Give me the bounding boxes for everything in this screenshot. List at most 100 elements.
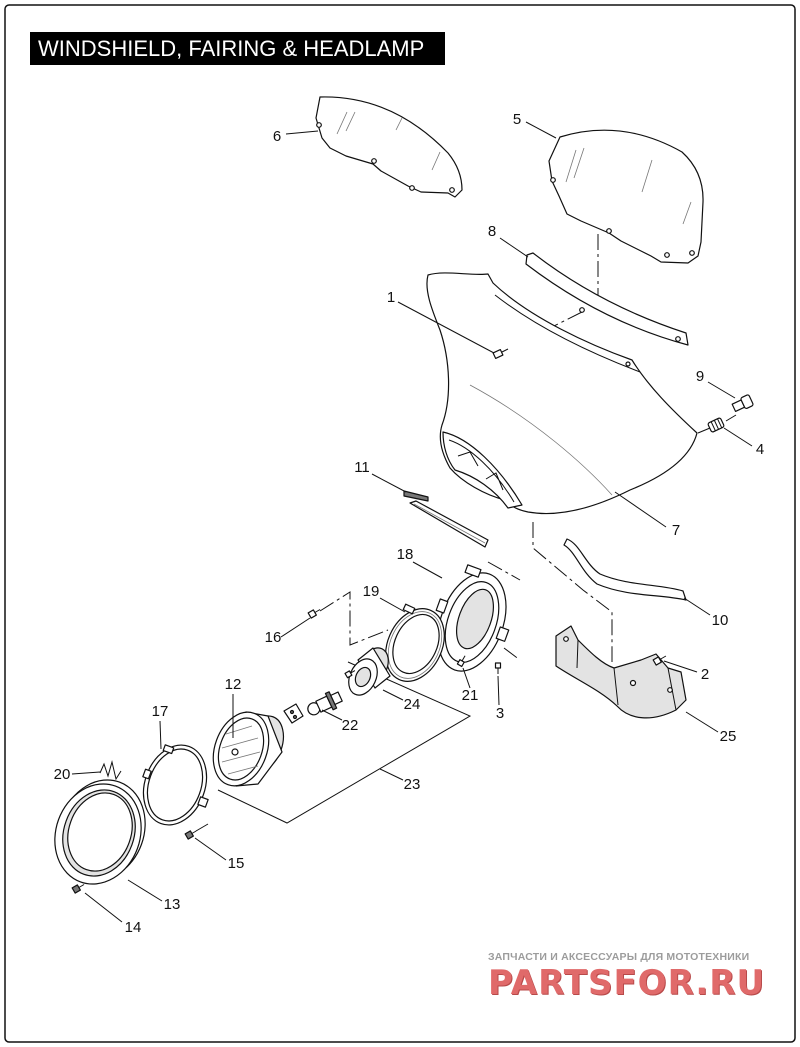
mount-hole: [606, 228, 612, 234]
ring-mid: [387, 611, 443, 679]
lower-trim-strip: [403, 490, 489, 548]
leader-line: [382, 689, 404, 701]
callout-number: 13: [164, 896, 181, 913]
leader-line: [71, 771, 101, 775]
screw-shaft: [461, 655, 466, 662]
screw-shaft: [501, 348, 509, 353]
headlamp-retaining-ring: [142, 744, 209, 826]
callout-5: 5: [513, 111, 557, 139]
mount-hole: [664, 252, 670, 258]
callout-number: 19: [363, 583, 380, 600]
bucket-screw: [307, 609, 321, 619]
callout-7: 7: [614, 491, 680, 539]
callout-number: 10: [712, 612, 729, 629]
page-title: WINDSHIELD, FAIRING & HEADLAMP: [30, 32, 445, 65]
trim-ring-opening: [67, 792, 133, 872]
callout-17: 17: [152, 703, 168, 750]
callout-11: 11: [354, 459, 407, 493]
assembly-line-screw-16: [319, 591, 389, 646]
trim-strip-edge: [413, 503, 486, 544]
screw-head: [492, 348, 504, 360]
mount-hole: [316, 122, 322, 128]
bucket-tab: [435, 598, 449, 614]
bolt-head: [740, 394, 754, 409]
leader-line: [397, 301, 495, 354]
headlamp-opening-detail: [448, 439, 515, 503]
callout-number: 24: [404, 696, 421, 713]
callout-16: 16: [265, 617, 311, 646]
leader-line: [321, 709, 343, 721]
lens-pattern: [221, 725, 261, 775]
leader-line: [707, 381, 736, 399]
callout-number: 25: [720, 728, 737, 745]
small-windshield-glare: [336, 111, 441, 171]
leader-line: [379, 768, 404, 781]
bracket-screw: [652, 655, 667, 666]
screw-shaft: [659, 655, 667, 660]
strip-hole: [579, 307, 585, 313]
headlamp-unit: [212, 711, 285, 787]
screw-head: [307, 609, 317, 619]
mounting-bracket-outline: [555, 625, 687, 719]
trim-rod: [403, 490, 429, 502]
mount-hole: [550, 177, 556, 183]
small-windshield: [315, 96, 463, 198]
mount-hole: [689, 250, 695, 256]
lens-center: [231, 748, 239, 756]
leader-line: [412, 561, 443, 579]
callout-number: 20: [54, 766, 71, 783]
callout-23: 23: [379, 768, 420, 793]
leader-line: [723, 427, 753, 447]
headlamp-lens: [217, 717, 265, 781]
callout-number: 21: [462, 687, 479, 704]
assembly-line-bolt: [725, 414, 737, 422]
screw-head: [494, 662, 502, 669]
callout-9: 9: [696, 368, 736, 399]
callout-number: 11: [354, 459, 370, 476]
leader-line: [499, 237, 529, 258]
assembly-bracket-23: [217, 661, 472, 824]
leader-line: [127, 879, 163, 902]
callout-8: 8: [488, 223, 529, 258]
fairing: [426, 272, 698, 515]
fairing-bolt: [731, 394, 754, 413]
headlamp-mounting-ring: [385, 603, 445, 682]
bulb-body: [307, 691, 343, 716]
callout-number: 1: [387, 289, 395, 306]
mount-hole: [409, 185, 415, 191]
callouts: 1 2 3 4 5 6 7 8 9 10 11 12 13 14 15 16 1…: [54, 111, 765, 936]
callout-1: 1: [387, 289, 495, 354]
leader-line: [84, 892, 123, 923]
callout-21: 21: [462, 667, 479, 704]
bracket-hole: [563, 636, 569, 642]
retaining-ring-inner: [146, 748, 204, 822]
windshield-trim-strip: [525, 252, 689, 346]
callout-number: 15: [228, 855, 245, 872]
leader-line: [525, 121, 557, 139]
trim-ring-screw: [71, 884, 85, 894]
callout-number: 2: [701, 666, 709, 683]
callout-number: 12: [225, 676, 242, 693]
wire-bracket: [563, 538, 687, 601]
screw-head: [71, 884, 81, 894]
bracket-hole: [667, 687, 673, 693]
callout-14: 14: [84, 892, 141, 936]
callout-10: 10: [683, 597, 729, 629]
leader-line: [685, 711, 719, 733]
bracket-hole: [629, 679, 637, 687]
screw-shaft: [191, 830, 197, 834]
bucket-tab: [495, 626, 510, 642]
watermark-tagline: ЗАПЧАСТИ И АКСЕССУАРЫ ДЛЯ МОТОТЕХНИКИ: [488, 951, 750, 963]
connector-pin: [292, 714, 298, 720]
fairing-hole: [625, 361, 631, 367]
tall-windshield-glare: [565, 147, 692, 225]
strip-hole: [675, 336, 681, 342]
adjuster-screw: [456, 655, 466, 668]
small-windshield-outline: [315, 96, 463, 198]
tall-windshield-outline: [548, 129, 704, 264]
callout-number: 3: [496, 705, 504, 722]
bucket-tab: [464, 564, 482, 578]
leader-line: [379, 597, 406, 613]
mounting-bracket: [555, 625, 687, 719]
trim-strip-outline: [525, 252, 689, 346]
